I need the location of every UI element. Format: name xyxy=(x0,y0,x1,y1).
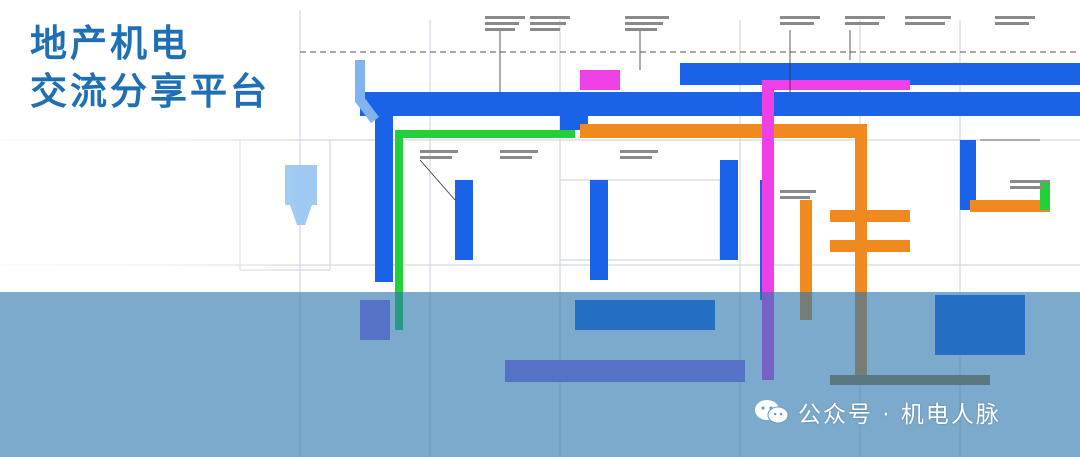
title-block: 地产机电 交流分享平台 xyxy=(30,20,270,116)
annotation-leaders xyxy=(419,30,1040,201)
duct-green xyxy=(395,130,1050,330)
watermark: 公众号 · 机电人脉 xyxy=(754,395,1001,429)
annotation-text-blocks xyxy=(420,16,1050,199)
title-line-1: 地产机电 xyxy=(30,22,190,65)
watermark-text: 公众号 · 机电人脉 xyxy=(798,402,1001,428)
wechat-icon xyxy=(755,400,789,424)
blue-overlay-band xyxy=(0,292,1080,457)
supply-duct-lightblue xyxy=(355,60,379,123)
title-line-2: 交流分享平台 xyxy=(30,70,270,113)
